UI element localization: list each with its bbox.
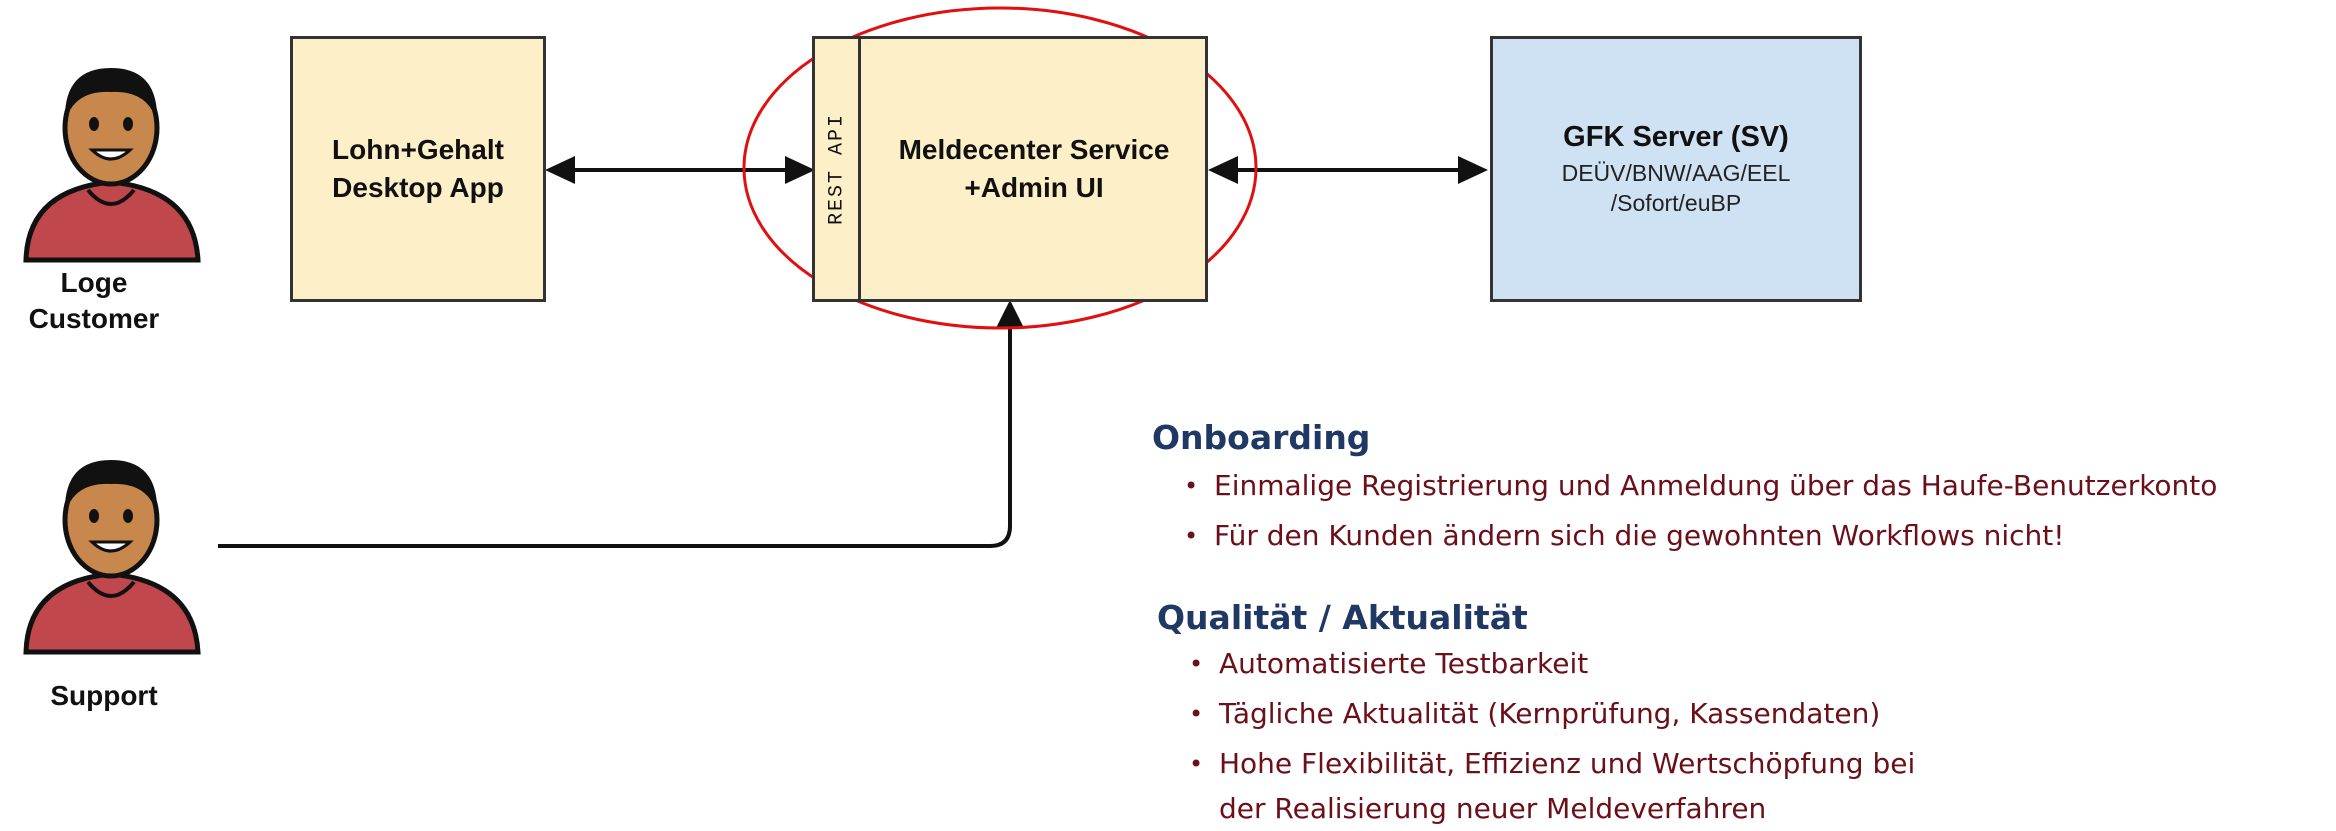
support-avatar [8, 432, 214, 658]
bullet-icon: • [1189, 700, 1204, 728]
quality-item: •Hohe Flexibilität, Effizienz und Wertsc… [1177, 739, 1915, 789]
rest-api-label: REST API [825, 112, 848, 226]
bullet-icon: • [1184, 522, 1199, 550]
quality-section: Qualität / Aktualität •Automatisierte Te… [1157, 598, 1915, 829]
bullet-icon: • [1184, 472, 1199, 500]
gfk-server-box: GFK Server (SV) DEÜV/BNW/AAG/EEL /Sofort… [1490, 36, 1862, 302]
rest-api-strip: REST API [815, 39, 861, 299]
desktop-app-label: Lohn+Gehalt [332, 134, 504, 165]
gfk-server-title: GFK Server (SV) [1563, 120, 1789, 153]
meldecenter-box: Meldecenter Service +Admin UI [812, 36, 1208, 302]
gfk-server-line1: DEÜV/BNW/AAG/EEL [1561, 159, 1791, 186]
onboarding-section: Onboarding •Einmalige Registrierung und … [1152, 418, 2217, 561]
customer-label: Loge Customer [28, 267, 160, 334]
desktop-app-label-2: Desktop App [332, 172, 504, 203]
quality-item: •Tägliche Aktualität (Kernprüfung, Kasse… [1177, 689, 1915, 739]
quality-item: •Automatisierte Testbarkeit [1177, 639, 1915, 689]
quality-heading: Qualität / Aktualität [1157, 598, 1528, 637]
highlight-ellipse [742, 6, 1258, 330]
onboarding-item: •Einmalige Registrierung und Anmeldung ü… [1172, 461, 2217, 511]
quality-item-continuation: der Realisierung neuer Meldeverfahren [1219, 792, 1767, 825]
meldecenter-label-2: +Admin UI [964, 172, 1104, 203]
bullet-icon: • [1189, 650, 1204, 678]
meldecenter-label: Meldecenter Service [898, 134, 1170, 165]
bullet-icon: • [1189, 750, 1204, 778]
arrow-support-meldecenter [218, 300, 1024, 548]
onboarding-item: •Für den Kunden ändern sich die gewohnte… [1172, 511, 2217, 561]
support-label: Support [50, 680, 158, 711]
customer-avatar [8, 40, 214, 266]
arrow-meldecenter-gfk [1208, 156, 1488, 184]
onboarding-heading: Onboarding [1152, 418, 1371, 457]
desktop-app-box: Lohn+Gehalt Desktop App [290, 36, 546, 302]
arrow-desktop-meldecenter [545, 156, 815, 184]
gfk-server-line2: /Sofort/euBP [1610, 189, 1742, 216]
